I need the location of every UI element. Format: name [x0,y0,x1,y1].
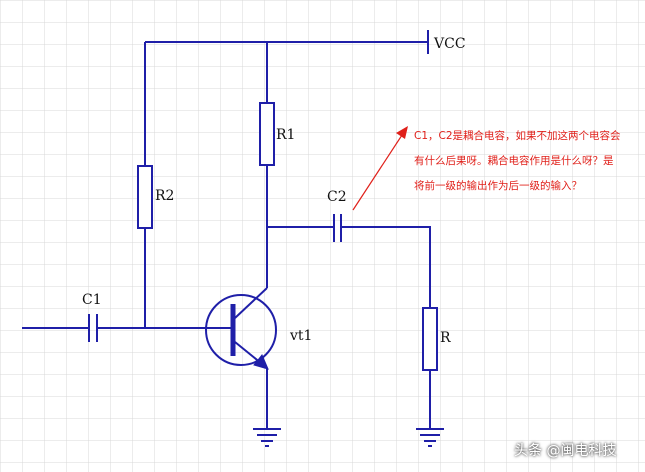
transistor-label: vt1 [289,328,312,344]
question-note: C1，C2是耦合电容，如果不加这两个电容会 有什么后果呀。耦合电容作用是什么呀？… [414,124,645,199]
question-line: 将前一级的输出作为后一级的输入？ [414,180,582,192]
resistor-r2 [137,165,153,229]
annotation-arrow [352,126,408,211]
capacitor-c2 [267,214,431,308]
watermark-text: 头条 @闽电科技 [514,443,617,459]
c2-label: C2 [327,189,347,205]
capacitor-c1 [22,314,233,342]
r2-label: R2 [155,188,174,204]
resistor-r1 [259,102,275,166]
transistor-vt1 [205,287,277,428]
load-resistor-label: R [440,330,451,346]
vcc-rail [145,30,429,54]
c1-label: C1 [82,292,102,308]
question-line: C1，C2是耦合电容，如果不加这两个电容会 [414,130,621,142]
load-resistor [422,307,438,428]
vcc-label: VCC [433,36,466,52]
ground-symbol-load [416,428,444,447]
ground-symbol-emitter [253,428,281,447]
r1-label: R1 [276,127,295,143]
r2-branch [137,42,153,328]
question-line: 有什么后果呀。耦合电容作用是什么呀？是 [414,155,614,167]
